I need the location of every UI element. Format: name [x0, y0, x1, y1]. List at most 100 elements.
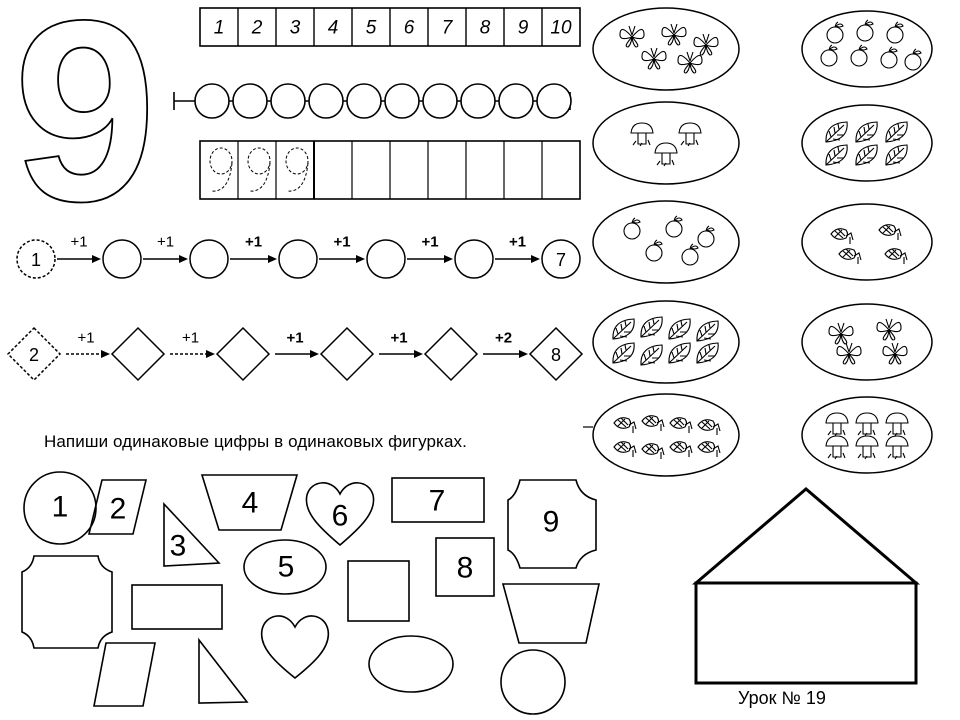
shape-digit: 1	[52, 491, 69, 524]
fish-icon	[613, 441, 637, 457]
arrow-head-icon	[531, 255, 540, 263]
shape-rectangle: 7	[391, 477, 485, 523]
chain-diamond	[528, 326, 584, 382]
mushroom-icon	[885, 412, 909, 437]
mushroom-icon	[630, 122, 654, 147]
step-label: +1	[70, 234, 87, 251]
fish-icon	[878, 224, 902, 240]
arrow-head-icon	[179, 255, 188, 263]
picture-oval-outline	[801, 203, 933, 281]
number-strip-cell: 5	[366, 18, 377, 39]
bead	[232, 83, 268, 119]
butterfly-icon	[876, 318, 902, 341]
leaf-icon	[640, 316, 663, 338]
shape-square: 8	[435, 537, 495, 597]
arrow-head-icon	[92, 255, 101, 263]
step-label: +1	[421, 234, 438, 251]
shape-digit: 2	[110, 493, 127, 526]
chain-circle	[454, 239, 494, 279]
bead	[270, 83, 306, 119]
chain-diamond	[319, 326, 375, 382]
tracing-dotted-loop	[209, 147, 233, 175]
mushroom-icon	[885, 435, 909, 460]
number-strip-cell: 4	[328, 18, 339, 39]
empty-shape-rectangle	[131, 584, 223, 630]
shape-heart: 6	[305, 482, 375, 547]
number-strip-cell: 9	[518, 18, 529, 39]
arrow-head-icon	[444, 255, 453, 263]
step-label: +1	[245, 234, 262, 251]
fish-icon	[884, 248, 908, 264]
shape-outline	[305, 482, 375, 547]
chain-diamond	[423, 326, 479, 382]
picture-oval-right	[801, 104, 933, 182]
shape-parallelogram: 2	[87, 479, 148, 535]
number-strip-cell: 10	[550, 18, 572, 39]
bead	[460, 83, 496, 119]
leaf-icon	[825, 121, 848, 143]
bead	[194, 83, 230, 119]
shape-outline	[507, 479, 597, 569]
house-body	[694, 581, 918, 685]
shape-digit: 6	[332, 500, 349, 533]
mushroom-icon	[825, 435, 849, 460]
shape-circle: 1	[23, 471, 97, 545]
bead	[346, 83, 382, 119]
empty-shape-trapezoid	[501, 583, 600, 644]
step-label: +2	[495, 330, 512, 347]
fish-icon	[641, 443, 665, 459]
shape-digit: 3	[170, 530, 187, 563]
picture-oval-left	[592, 393, 740, 477]
fish-icon	[830, 228, 854, 244]
shape-outline	[391, 477, 485, 523]
butterfly-icon	[882, 342, 908, 365]
instruction-text: Напиши одинаковые цифры в одинаковых фиг…	[44, 432, 467, 451]
chain-circle	[16, 239, 56, 279]
mushroom-icon	[654, 142, 678, 167]
leaf-icon	[885, 144, 908, 166]
butterfly-icon	[661, 23, 687, 46]
tracing-dotted-loop	[247, 147, 271, 175]
mushroom-icon	[678, 122, 702, 147]
leaf-icon	[668, 318, 691, 340]
chain-diamond	[215, 326, 271, 382]
chain-circle	[102, 239, 142, 279]
picture-oval-outline	[801, 104, 933, 182]
shape-outline	[200, 474, 299, 531]
house-roof	[691, 487, 921, 585]
step-label: +1	[157, 234, 174, 251]
apple-icon	[665, 215, 683, 238]
fish-icon	[697, 441, 721, 457]
shape-digit: 8	[457, 552, 474, 585]
leaf-icon	[696, 342, 719, 364]
apple-icon	[645, 239, 663, 262]
leaf-icon	[885, 121, 908, 143]
empty-shape-heart	[260, 615, 330, 680]
chain-circle-end: 7	[556, 250, 566, 270]
picture-ovals	[583, 7, 933, 477]
shape-outline	[87, 479, 148, 535]
step-label: +1	[286, 330, 303, 347]
chain-diamond-start: 2	[29, 345, 39, 365]
empty-shape-triangle	[198, 637, 249, 704]
tracing-dotted-loop	[285, 147, 309, 175]
number-strip-cell: 8	[480, 18, 491, 39]
step-label: +1	[390, 330, 407, 347]
picture-oval-outline	[592, 7, 740, 91]
arrow-head-icon	[414, 350, 423, 358]
butterfly-icon	[677, 51, 703, 74]
butterfly-icon	[641, 47, 667, 70]
fish-icon	[838, 248, 862, 264]
shape-digit: 9	[543, 506, 560, 539]
empty-shape-parallelogram	[93, 642, 156, 707]
apple-icon	[623, 217, 641, 240]
chain-circle-start: 1	[31, 250, 41, 270]
step-label: +1	[509, 234, 526, 251]
empty-shape-ellipse	[368, 635, 454, 693]
picture-oval-left	[592, 200, 740, 284]
step-label: +1	[333, 234, 350, 251]
fish-icon	[641, 415, 665, 431]
shape-outline	[163, 501, 221, 567]
